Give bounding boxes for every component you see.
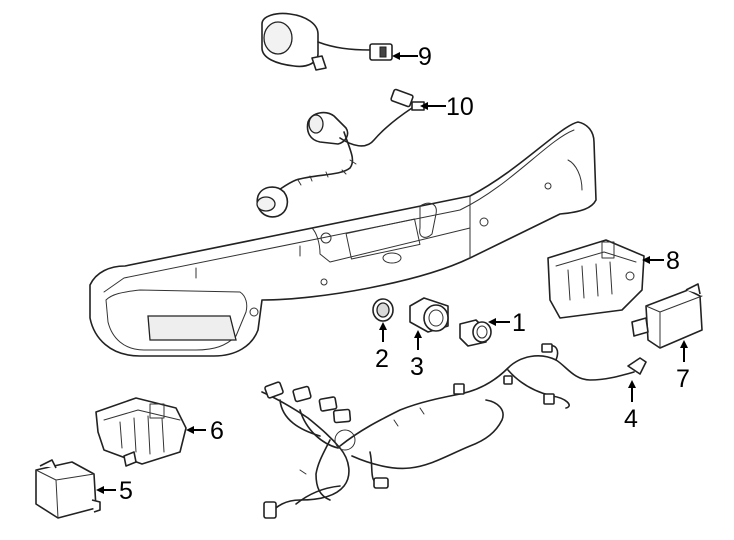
arrowhead-9: [392, 52, 400, 60]
part-5-module: [35, 459, 101, 519]
callout-arrows: [96, 52, 688, 494]
arrowhead-6: [186, 426, 194, 434]
part-10-camera-harness: [256, 88, 425, 218]
arrowhead-5: [96, 486, 104, 494]
part-8-bracket: [547, 239, 645, 319]
rear-bumper: [89, 121, 597, 357]
arrowhead-7: [680, 340, 688, 348]
part-2-bezel: [372, 298, 394, 322]
part-3-retainer: [409, 297, 449, 333]
part-1-sensor: [459, 319, 492, 347]
arrowhead-3: [414, 330, 422, 338]
part-9-sensor: [261, 12, 393, 71]
callout-5: 5: [119, 477, 133, 505]
callout-2: 2: [375, 345, 389, 373]
callout-10: 10: [446, 93, 474, 121]
part-7-module: [631, 283, 703, 349]
arrowhead-10: [420, 102, 428, 110]
callout-9: 9: [418, 43, 432, 71]
callout-7: 7: [676, 365, 690, 393]
arrowhead-4: [628, 380, 636, 388]
arrowhead-8: [642, 256, 650, 264]
callout-1: 1: [512, 309, 526, 337]
callout-6: 6: [210, 417, 224, 445]
callout-8: 8: [666, 247, 680, 275]
arrowhead-1: [488, 318, 496, 326]
arrowhead-2: [379, 322, 387, 330]
part-6-bracket: [95, 397, 187, 467]
callout-3: 3: [410, 353, 424, 381]
callout-4: 4: [624, 405, 638, 433]
part-4-wiring-harness: [261, 343, 647, 519]
